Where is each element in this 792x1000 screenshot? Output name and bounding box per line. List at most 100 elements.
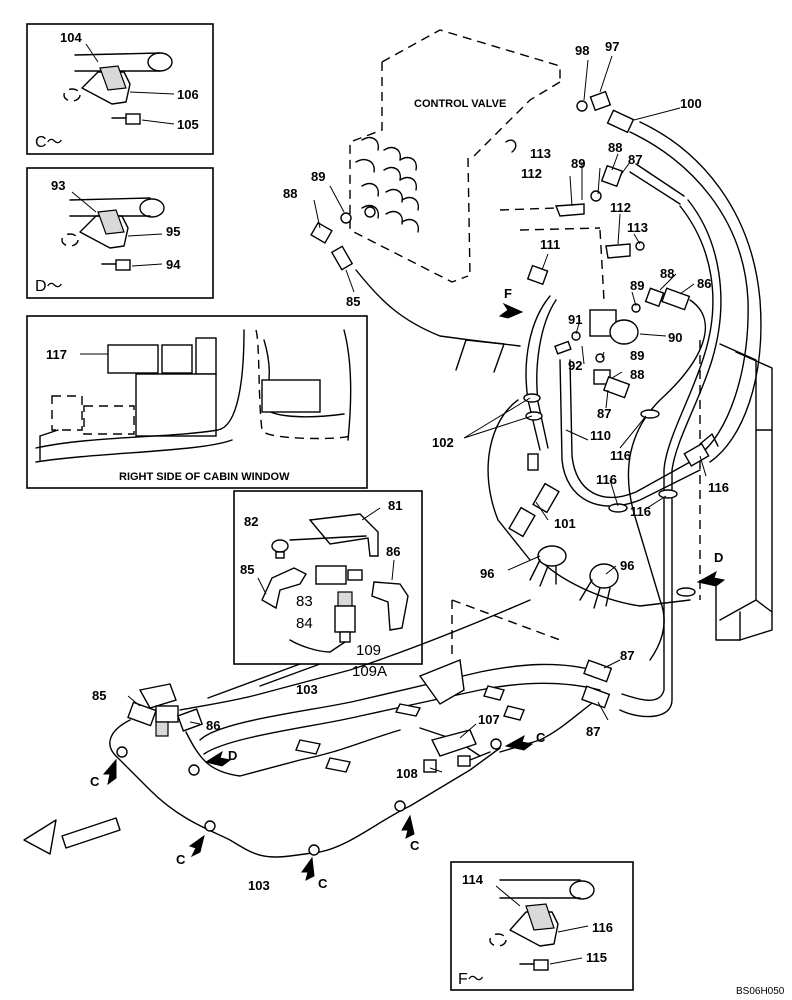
label-116-f: 116 <box>592 920 613 935</box>
label-103-a: 103 <box>296 682 318 697</box>
label-113-b: 113 <box>627 220 648 235</box>
label-104: 104 <box>60 30 82 45</box>
label-83: 83 <box>296 593 313 610</box>
view-f-label: F～ <box>458 971 484 988</box>
label-114: 114 <box>462 872 484 887</box>
valve-spools <box>355 136 517 233</box>
clamp-bracket-c <box>63 52 173 125</box>
label-88-d: 88 <box>630 367 644 382</box>
label-116-c: 116 <box>708 480 729 495</box>
label-95: 95 <box>166 224 180 239</box>
label-96-a: 96 <box>480 566 494 581</box>
view-arrows: F D D C C C C C <box>90 286 726 891</box>
svg-text:F: F <box>504 286 512 301</box>
label-96-b: 96 <box>620 558 634 573</box>
clamp-bracket-f <box>489 879 595 971</box>
clamp-bracket-d <box>61 197 165 271</box>
label-97: 97 <box>605 39 619 54</box>
label-86: 86 <box>386 544 400 559</box>
cabin-frame <box>699 340 773 641</box>
label-117: 117 <box>46 347 67 362</box>
switch-bracket <box>289 513 379 557</box>
label-116-a: 116 <box>610 448 631 463</box>
label-87-a: 87 <box>628 152 642 167</box>
label-87-b: 87 <box>597 406 611 421</box>
svg-text:D: D <box>228 748 237 763</box>
cabin-window-panels <box>35 329 352 463</box>
label-88-c: 88 <box>660 266 674 281</box>
label-82: 82 <box>244 514 258 529</box>
label-87-c: 87 <box>620 648 634 663</box>
view-c-label: C～ <box>35 134 63 151</box>
label-89-a: 89 <box>571 156 585 171</box>
leader-lines <box>127 55 707 773</box>
label-91: 91 <box>568 312 582 327</box>
label-101: 101 <box>554 516 576 531</box>
svg-text:C: C <box>318 876 328 891</box>
label-92: 92 <box>568 358 582 373</box>
label-86-b: 86 <box>206 718 220 733</box>
view-arrow-d-left: D <box>204 748 237 767</box>
inset-cabin-window: 117 RIGHT SIDE OF CABIN WINDOW <box>26 315 368 489</box>
inset-switch-assembly: 81 82 86 85 83 84 109 109A <box>233 490 423 680</box>
control-valve-caption: CONTROL VALVE <box>414 98 506 110</box>
view-arrow-c-bottom-3: C <box>401 814 420 853</box>
label-85-a: 85 <box>346 294 360 309</box>
label-94: 94 <box>166 257 181 272</box>
view-arrow-c-bottom-1: C <box>176 834 205 867</box>
label-89-b: 89 <box>311 169 325 184</box>
label-86-a: 86 <box>697 276 711 291</box>
label-109: 109 <box>356 642 381 659</box>
label-116-b: 116 <box>596 472 617 487</box>
label-102: 102 <box>432 435 454 450</box>
label-89-d: 89 <box>630 348 644 363</box>
label-112-a: 112 <box>521 166 542 181</box>
view-arrow-d-right: D <box>696 550 726 587</box>
label-85-b: 85 <box>92 688 106 703</box>
label-115: 115 <box>586 950 607 965</box>
view-arrow-c-top: C <box>504 730 546 751</box>
svg-text:D: D <box>714 550 723 565</box>
label-89-c: 89 <box>630 278 644 293</box>
label-85: 85 <box>240 562 254 577</box>
label-109a: 109A <box>352 663 387 680</box>
view-arrow-f: F <box>498 286 524 319</box>
label-88-b: 88 <box>283 186 297 201</box>
label-106: 106 <box>177 87 199 102</box>
view-d-label: D～ <box>35 278 63 295</box>
label-81: 81 <box>388 498 402 513</box>
label-100: 100 <box>680 96 702 111</box>
inset-view-c: 104 106 105 C～ <box>26 23 214 155</box>
label-90: 90 <box>668 330 682 345</box>
front-direction-arrow <box>23 817 121 855</box>
label-103-b: 103 <box>248 878 270 893</box>
drawing-code: BS06H050 <box>736 986 785 997</box>
label-98: 98 <box>575 43 589 58</box>
label-112-b: 112 <box>610 200 631 215</box>
label-116-d: 116 <box>630 504 651 519</box>
inset-view-f: 114 116 115 F～ <box>450 861 634 991</box>
label-110: 110 <box>590 428 611 443</box>
label-84: 84 <box>296 615 313 632</box>
part-numbers: 98 97 100 113 89 88 87 89 88 112 112 113… <box>92 39 729 893</box>
label-88-a: 88 <box>608 140 622 155</box>
view-arrow-c-left: C <box>90 758 117 789</box>
control-valve: CONTROL VALVE <box>349 29 561 283</box>
switch-fittings <box>261 539 409 653</box>
cabin-window-caption: RIGHT SIDE OF CABIN WINDOW <box>119 471 290 483</box>
label-93: 93 <box>51 178 65 193</box>
svg-text:C: C <box>176 852 186 867</box>
label-105: 105 <box>177 117 199 132</box>
switch-inset-leader <box>207 663 321 699</box>
label-108: 108 <box>396 766 418 781</box>
view-arrow-c-bottom-2: C <box>301 856 328 891</box>
svg-text:C: C <box>90 774 100 789</box>
label-111: 111 <box>540 237 560 252</box>
svg-text:C: C <box>536 730 546 745</box>
main-fittings <box>127 90 719 773</box>
label-107: 107 <box>478 712 500 727</box>
label-87-d: 87 <box>586 724 600 739</box>
inset-view-d: 93 95 94 D～ <box>26 167 214 299</box>
hose-clamps <box>116 393 696 856</box>
